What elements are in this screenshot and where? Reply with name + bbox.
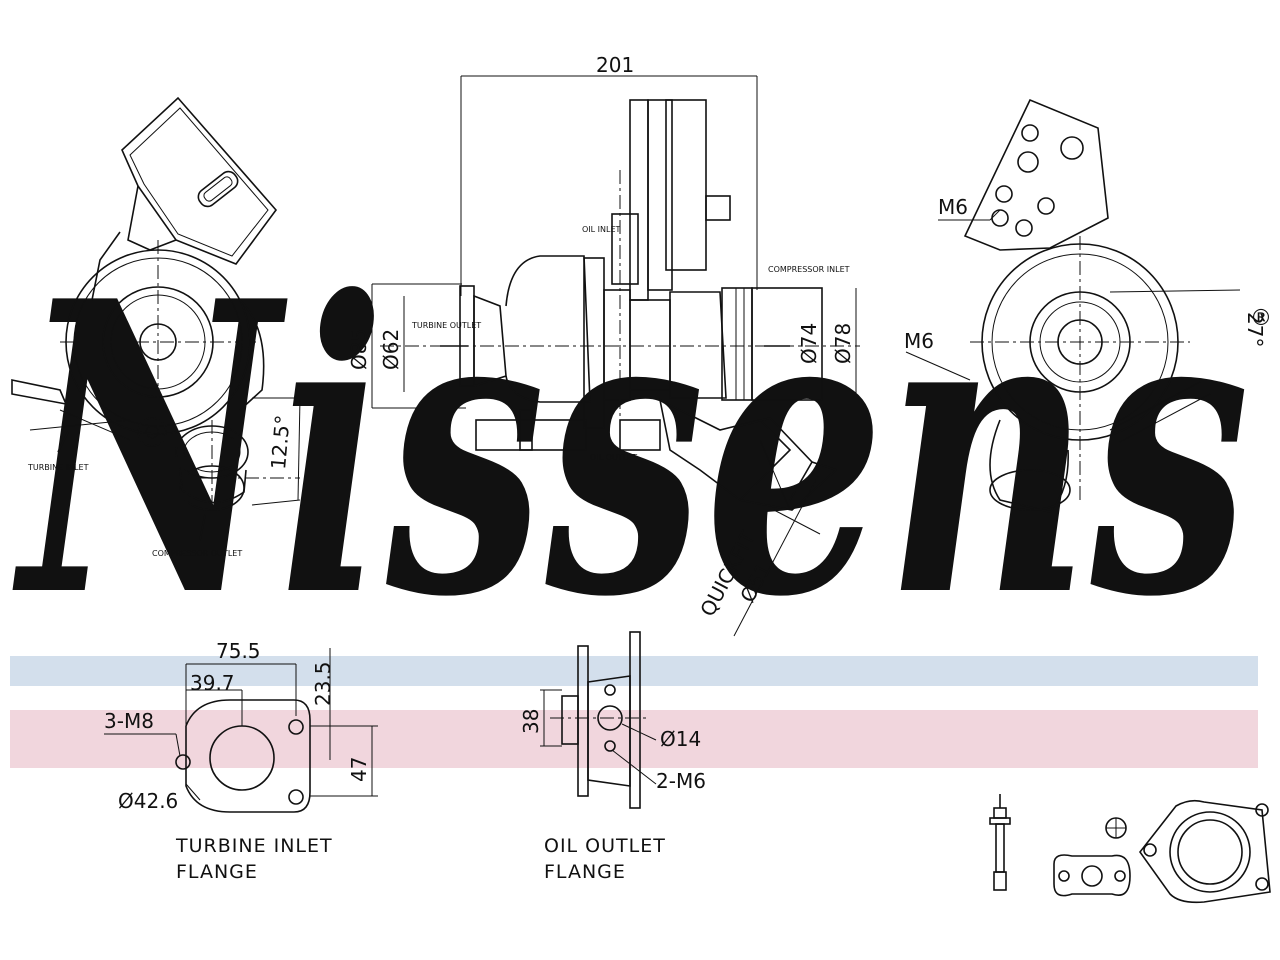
registered-mark: ®: [1250, 306, 1272, 331]
label-compressor-inlet: COMPRESSOR INLET: [768, 265, 850, 274]
dim-23-5: 23.5: [311, 661, 335, 706]
dim-201: 201: [596, 53, 634, 77]
oil-outlet-flange: 38 Ø14 2-M6 OIL OUTLET FLANGE: [519, 631, 706, 883]
caption-turbine-flange-2: FLANGE: [176, 861, 258, 883]
label-compressor-outlet: COMPRESSOR OUTLET: [152, 549, 242, 558]
dim-38: 38: [519, 709, 543, 734]
caption-turbine-flange-1: TURBINE INLET: [175, 835, 333, 857]
dim-2-m6: 2-M6: [656, 769, 706, 793]
dim-m6-top: M6: [938, 195, 968, 219]
label-turbine-outlet: TURBINE OUTLET: [411, 321, 481, 330]
turbine-inlet-flange: 75.5 39.7 23.5 47 3-M8 Ø42.6 TURBINE INL…: [104, 639, 378, 883]
dim-d78: Ø78: [831, 323, 855, 364]
right-view-turbo: M6 M6 27°: [904, 98, 1267, 513]
dim-39-7: 39.7: [190, 671, 235, 695]
dim-bore-42-6: Ø42.6: [118, 789, 178, 813]
label-oil-outlet: OIL OUTLET: [590, 453, 637, 462]
dim-75-5: 75.5: [216, 639, 261, 663]
dim-d62: Ø62: [379, 329, 403, 370]
left-view-turbo: 12.5° TURBINE INLET COMPRESSOR OUTLET: [11, 96, 305, 558]
dim-m6-mid: M6: [904, 329, 934, 353]
caption-oil-flange-2: FLANGE: [544, 861, 626, 883]
dim-3-m8: 3-M8: [104, 709, 154, 733]
caption-oil-flange-1: OIL OUTLET: [544, 835, 666, 857]
dim-12-5: 12.5°: [266, 414, 295, 470]
label-turbine-inlet: TURBINE INLET: [27, 463, 89, 472]
dim-d14: Ø14: [660, 727, 701, 751]
dim-d74: Ø74: [797, 323, 821, 364]
dim-angle-27: 27°: [1243, 312, 1267, 347]
pink-band: [10, 710, 1258, 768]
blue-band: [10, 656, 1258, 686]
dim-d85: Ø85: [347, 329, 371, 370]
dim-47: 47: [347, 757, 371, 782]
label-oil-inlet: OIL INLET: [582, 225, 621, 234]
kit-parts: [989, 794, 1271, 904]
